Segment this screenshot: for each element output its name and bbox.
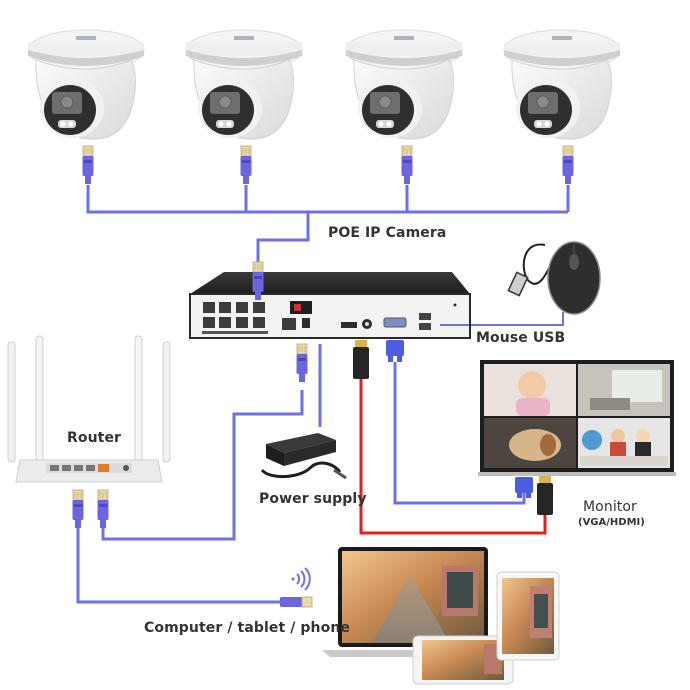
label-monitor: Monitor: [583, 499, 637, 515]
vga-connector-nvr: [386, 340, 404, 362]
tablet: [496, 571, 560, 661]
hdmi-connector-nvr: [353, 340, 369, 379]
label-clients: Computer / tablet / phone: [144, 620, 350, 636]
cable-nvr-router: [101, 390, 304, 541]
usb-mouse: [507, 241, 601, 315]
nvr-vga-port: [383, 317, 407, 328]
nvr-hdmi-port: [341, 322, 357, 328]
power-supply: [260, 433, 347, 480]
router-antenna-4: [162, 341, 171, 463]
cable-hdmi: [359, 378, 547, 535]
rj45-connector-horizontal: [280, 596, 313, 608]
rj45-connector-icon: [240, 145, 252, 185]
router-antenna-2: [35, 335, 44, 463]
nvr-poe-ports: [202, 302, 268, 334]
wifi-icon: [291, 567, 311, 591]
cable-camera-trunk: [256, 212, 310, 262]
phone: [412, 635, 514, 685]
label-router: Router: [67, 430, 122, 446]
cable-vga: [393, 362, 526, 505]
camera-ethernet-cables: [86, 185, 570, 262]
label-power-supply: Power supply: [259, 491, 367, 507]
laptop: [322, 547, 520, 657]
router-antenna-1: [7, 341, 16, 463]
usb-plug-icon: [507, 271, 529, 297]
camera-3: [345, 29, 463, 140]
vga-connector-monitor: [515, 477, 533, 498]
cable-router-clients: [76, 528, 282, 604]
label-poe-ip-camera: POE IP Camera: [328, 225, 447, 241]
router-wan-port: [98, 464, 109, 472]
nvr-lan-port: [282, 318, 296, 330]
nvr-usb-ports: [419, 313, 431, 320]
nvr-top: [190, 272, 470, 294]
camera-4: [503, 29, 621, 140]
label-mouse-usb: Mouse USB: [476, 330, 566, 346]
rj45-connector-icon: [82, 145, 94, 185]
monitor: [478, 360, 676, 476]
cable-usb-mouse: [440, 312, 564, 326]
cable-camera-1: [86, 185, 568, 214]
camera-1: [27, 29, 145, 140]
camera-2: [185, 29, 303, 140]
router: [7, 335, 171, 483]
nvr-dc-in: [302, 318, 310, 328]
label-monitor-ports: (VGA/HDMI): [578, 517, 645, 528]
rj45-connector-icon: [562, 145, 574, 185]
rj45-connector-icon: [97, 489, 109, 529]
camera-connectors: [82, 145, 574, 185]
rj45-connector-icon: [401, 145, 413, 185]
router-antenna-3: [134, 335, 143, 463]
rj45-connector-icon: [296, 343, 308, 383]
hdmi-connector-monitor: [537, 476, 553, 515]
nvr-recorder: [189, 272, 471, 339]
rj45-connector-icon: [72, 489, 84, 529]
